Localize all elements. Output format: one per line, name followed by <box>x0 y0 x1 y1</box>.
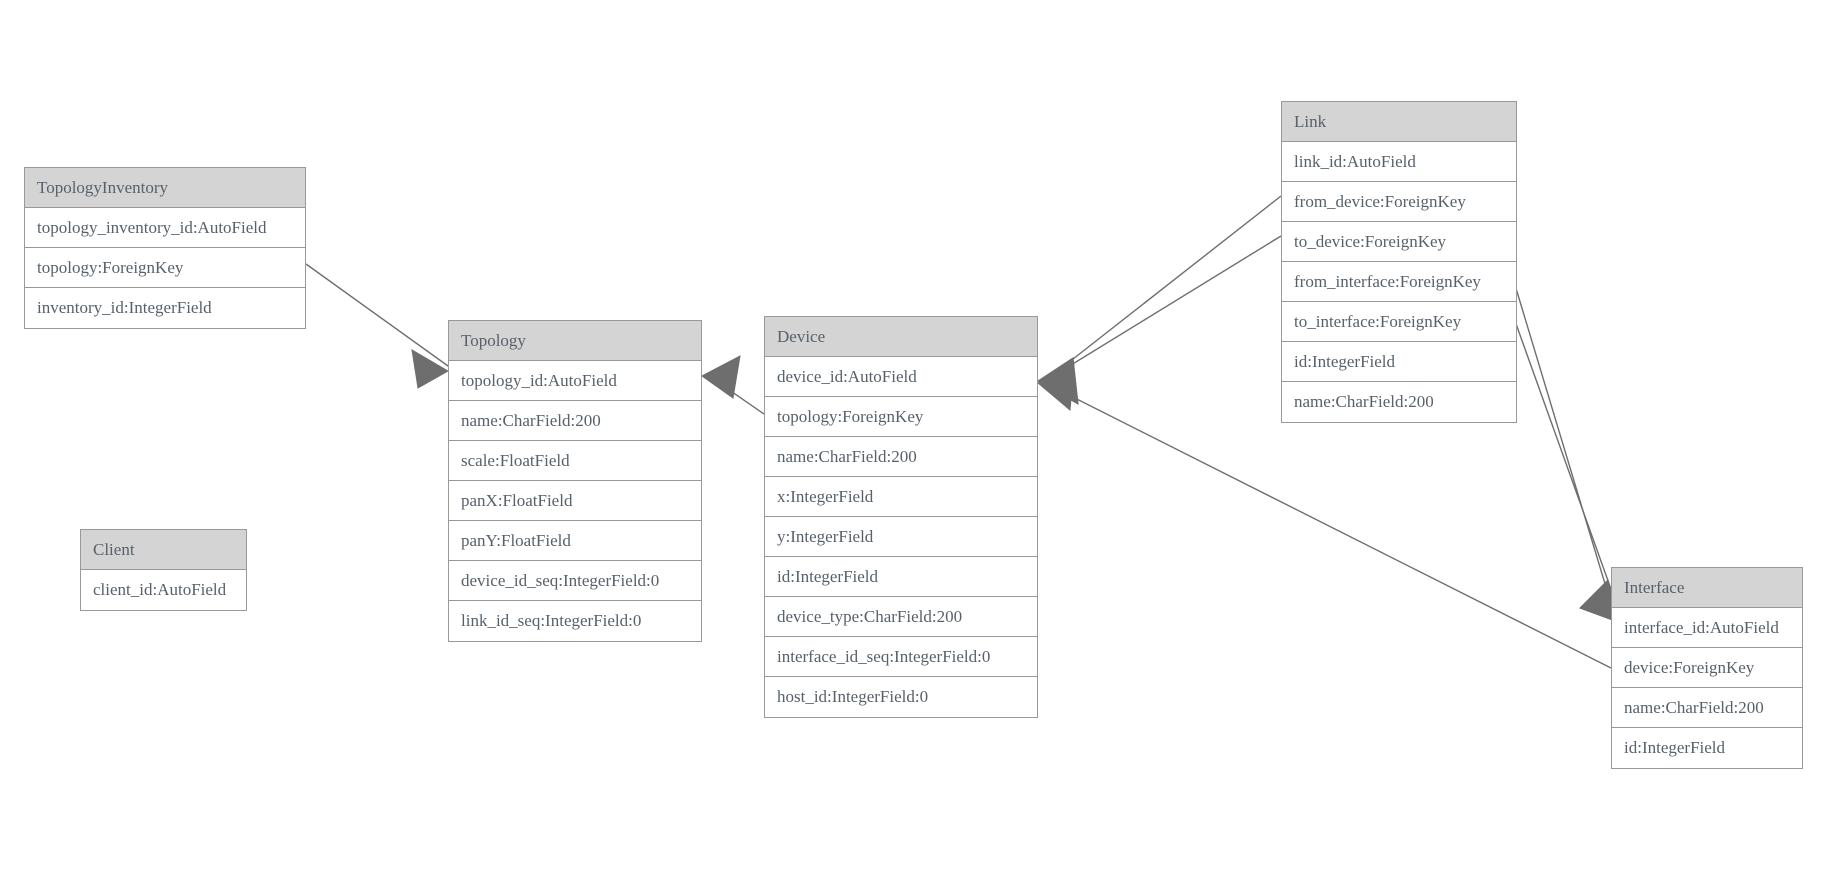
entity-field[interactable]: device_id_seq:IntegerField:0 <box>449 561 701 601</box>
relationship-arrowhead-icon <box>1037 365 1075 412</box>
entity-title-interface: Interface <box>1612 568 1802 608</box>
relationship-line <box>1044 195 1282 382</box>
entity-field[interactable]: interface_id_seq:IntegerField:0 <box>765 637 1037 677</box>
entity-field[interactable]: device_id:AutoField <box>765 357 1037 397</box>
relationship-arrowhead-icon <box>411 349 450 389</box>
entity-field[interactable]: id:IntegerField <box>765 557 1037 597</box>
relationship-line <box>1044 382 1612 669</box>
entity-field[interactable]: device:ForeignKey <box>1612 648 1802 688</box>
entity-field[interactable]: name:CharField:200 <box>765 437 1037 477</box>
entity-field[interactable]: name:CharField:200 <box>449 401 701 441</box>
entity-field[interactable]: topology_id:AutoField <box>449 361 701 401</box>
entity-title-topology: Topology <box>449 321 701 361</box>
entity-field[interactable]: to_interface:ForeignKey <box>1282 302 1516 342</box>
entity-field[interactable]: y:IntegerField <box>765 517 1037 557</box>
entity-field[interactable]: panY:FloatField <box>449 521 701 561</box>
entity-title-link: Link <box>1282 102 1516 142</box>
relationship-line <box>305 263 456 372</box>
entity-field[interactable]: id:IntegerField <box>1612 728 1802 768</box>
entity-title-device: Device <box>765 317 1037 357</box>
relationship-arrowhead-icon <box>1037 357 1079 405</box>
entity-field[interactable]: to_device:ForeignKey <box>1282 222 1516 262</box>
entity-field[interactable]: from_interface:ForeignKey <box>1282 262 1516 302</box>
relationship-line <box>1514 284 1616 618</box>
relationship-link-to-interface <box>1514 320 1622 623</box>
entity-field[interactable]: name:CharField:200 <box>1282 382 1516 422</box>
entity-field[interactable]: interface_id:AutoField <box>1612 608 1802 648</box>
relationship-link-from-interface <box>1514 284 1619 623</box>
relationship-link-from-device <box>1037 195 1282 405</box>
entity-field[interactable]: topology:ForeignKey <box>765 397 1037 437</box>
entity-field[interactable]: topology:ForeignKey <box>25 248 305 288</box>
relationship-link-to-device <box>1037 235 1282 405</box>
entity-field[interactable]: client_id:AutoField <box>81 570 246 610</box>
relationship-line <box>1044 235 1282 382</box>
entity-title-topology_inventory: TopologyInventory <box>25 168 305 208</box>
relationship-line <box>1514 320 1622 618</box>
entity-field[interactable]: inventory_id:IntegerField <box>25 288 305 328</box>
entity-field[interactable]: id:IntegerField <box>1282 342 1516 382</box>
relationship-topologyinventory-topology <box>305 263 456 389</box>
entity-field[interactable]: link_id:AutoField <box>1282 142 1516 182</box>
entity-field[interactable]: name:CharField:200 <box>1612 688 1802 728</box>
relationship-device-topology <box>701 355 765 415</box>
entity-title-client: Client <box>81 530 246 570</box>
entity-field[interactable]: panX:FloatField <box>449 481 701 521</box>
entity-field[interactable]: link_id_seq:IntegerField:0 <box>449 601 701 641</box>
relationship-arrowhead-icon <box>701 355 741 399</box>
entity-field[interactable]: scale:FloatField <box>449 441 701 481</box>
relationship-arrowhead-icon <box>1037 357 1079 405</box>
entity-field[interactable]: host_id:IntegerField:0 <box>765 677 1037 717</box>
entity-field[interactable]: topology_inventory_id:AutoField <box>25 208 305 248</box>
entity-field[interactable]: from_device:ForeignKey <box>1282 182 1516 222</box>
relationship-line <box>708 375 765 415</box>
entity-field[interactable]: device_type:CharField:200 <box>765 597 1037 637</box>
entity-field[interactable]: x:IntegerField <box>765 477 1037 517</box>
